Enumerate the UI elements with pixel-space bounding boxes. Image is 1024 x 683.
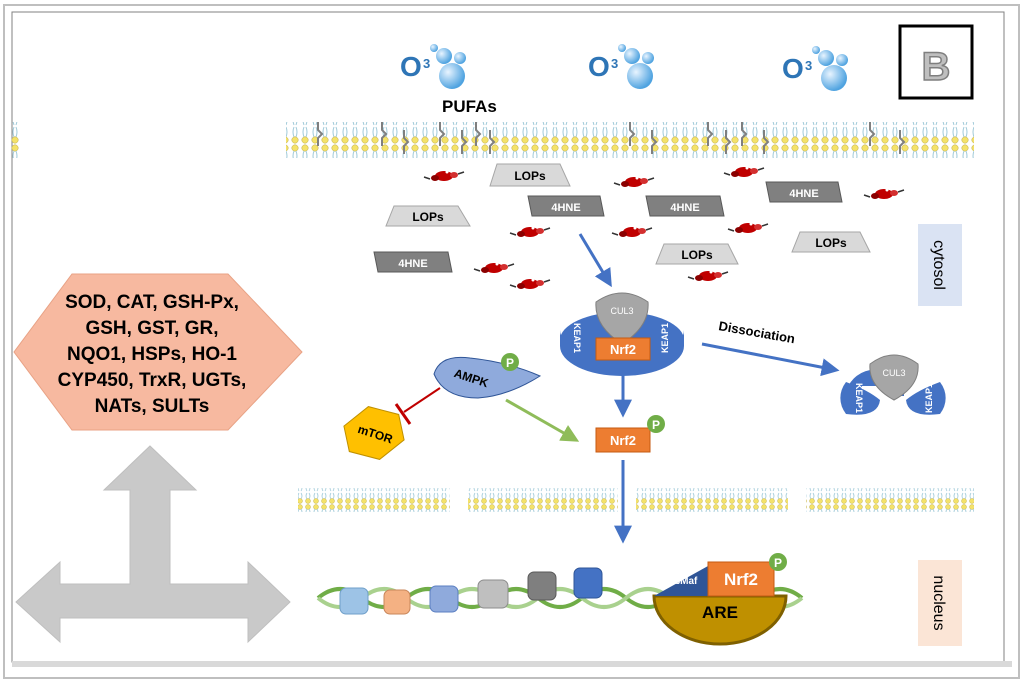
- nucleus-label: nucleus: [930, 575, 947, 630]
- svg-text:LOPs: LOPs: [514, 169, 546, 183]
- inhibition-bar: [394, 403, 412, 425]
- svg-text:LOPs: LOPs: [412, 210, 444, 224]
- cytosol-label-box: [918, 224, 962, 306]
- keap1-nrf2-complex: CUL3 KEAP1 KEAP1 Nrf2: [560, 292, 684, 376]
- inhibition-ampk-mtor: [403, 387, 441, 413]
- keap1-label-right: KEAP1: [660, 323, 670, 353]
- svg-text:4HNE: 4HNE: [789, 188, 818, 200]
- arrow-ros-to-keap1: [578, 233, 612, 288]
- membrane-fragment-left: [10, 122, 20, 158]
- mtor-node: mTOR: [343, 406, 405, 460]
- membrane-lipid-peroxides: [317, 122, 906, 154]
- nrf2-box-complex: [595, 337, 651, 361]
- ampk-phospho-icon: [501, 353, 519, 371]
- keap1-label-left: KEAP1: [854, 383, 864, 413]
- svg-text:4HNE: 4HNE: [398, 258, 427, 270]
- enzymes-line-4: CYP450, TrxR, UGTs,: [58, 370, 247, 391]
- keap1-label-left: KEAP1: [572, 323, 582, 353]
- ozone-molecule-1: O 3: [400, 44, 466, 89]
- ozone-label: O: [782, 53, 804, 84]
- nuclear-phospho-icon: [769, 553, 787, 571]
- cul3-label: CUL3: [882, 368, 905, 378]
- arrow-ampk-to-nrf2: [505, 398, 580, 442]
- smaf-label: sMaf: [675, 576, 698, 587]
- hne-badge: 4HNE: [645, 195, 725, 217]
- enzymes-line-5: NATs, SULTs: [95, 396, 210, 417]
- nucleus-label-box: [918, 560, 962, 646]
- svg-text:4HNE: 4HNE: [551, 202, 580, 214]
- ampk-node: AMPK P: [433, 353, 542, 399]
- nrf2-phospho-icon: [647, 415, 665, 433]
- nrf2-label: Nrf2: [610, 433, 636, 448]
- ozone-label: O: [400, 51, 422, 82]
- nuclear-membrane-2: [468, 488, 618, 512]
- cul3-label: CUL3: [610, 306, 633, 316]
- hne-badge: 4HNE: [765, 181, 843, 203]
- pufas-label: PUFAs: [442, 97, 497, 116]
- svg-text:LOPs: LOPs: [815, 236, 847, 250]
- ozone-subscript: 3: [805, 58, 812, 73]
- dissociation-label: Dissociation: [717, 318, 796, 346]
- lops-badge: LOPs: [385, 205, 471, 227]
- nuclear-membrane-3: [636, 488, 788, 512]
- nuclear-membrane-4: [806, 488, 974, 512]
- enzymes-line-2: GSH, GST, GR,: [85, 318, 218, 339]
- svg-text:P: P: [652, 418, 660, 432]
- svg-text:4HNE: 4HNE: [670, 202, 699, 214]
- nrf2-box-nuclear: [707, 561, 775, 597]
- ozone-subscript: 3: [423, 56, 430, 71]
- hne-badge: 4HNE: [527, 195, 605, 217]
- nucleosomes: [339, 567, 603, 615]
- panel-label: B: [922, 45, 951, 89]
- svg-text:P: P: [774, 556, 782, 570]
- svg-text:P: P: [506, 356, 514, 370]
- cytosol-label: cytosol: [930, 240, 947, 290]
- enzymes-line-1: SOD, CAT, GSH-Px,: [65, 292, 239, 313]
- ozone-subscript: 3: [611, 56, 618, 71]
- panel-label-box: [898, 24, 974, 100]
- lops-badge: LOPs: [489, 163, 571, 187]
- hne-badge: 4HNE: [373, 251, 453, 273]
- antioxidant-enzymes-hexagon: SOD, CAT, GSH-Px, GSH, GST, GR, NQO1, HS…: [13, 273, 303, 431]
- ozone-molecule-2: O 3: [588, 44, 654, 89]
- svg-text:LOPs: LOPs: [681, 248, 713, 262]
- ozone-molecule-3: O 3: [782, 46, 848, 91]
- are-complex: sMaf Nrf2 P ARE: [652, 553, 788, 646]
- lops-badge: LOPs: [791, 231, 871, 253]
- nrf2-phosphorylated: Nrf2 P: [595, 415, 665, 453]
- three-way-arrow: [15, 445, 291, 644]
- ozone-label: O: [588, 51, 610, 82]
- arrow-dissociation: [701, 342, 840, 377]
- bottom-bar: [12, 661, 1012, 667]
- outer-frame: [3, 4, 1020, 679]
- are-label: ARE: [702, 603, 738, 622]
- nrf2-label-nuclear: Nrf2: [724, 570, 758, 589]
- nuclear-membrane-1: [298, 488, 450, 512]
- lops-badge: LOPs: [655, 243, 739, 265]
- keap1-cul3-dissociated: CUL3 KEAP1 KEAP1: [840, 354, 946, 415]
- keap1-label-right: KEAP1: [924, 383, 934, 413]
- enzymes-line-3: NQO1, HSPs, HO-1: [67, 344, 237, 365]
- svg-text:Nrf2: Nrf2: [610, 342, 636, 357]
